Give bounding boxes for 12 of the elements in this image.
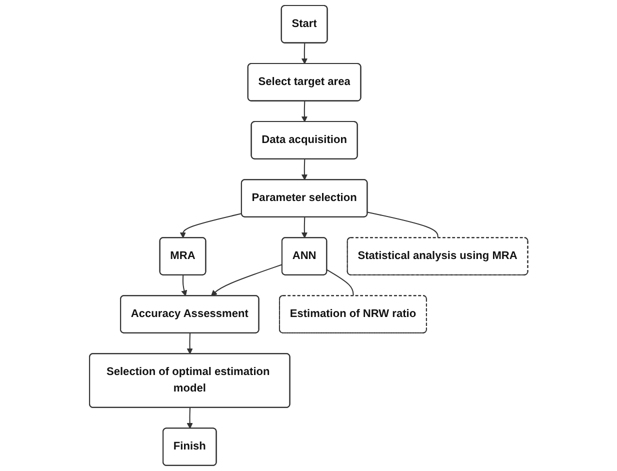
arrow (186, 333, 193, 354)
arrow (301, 101, 308, 122)
flowchart-diagram: Start Select target area Data acquisition Parameter selection MRA ANN Statistical analysis using MRA Accuracy Assessment Estimation of NRW ratio Selection of optimal estimation model Finish (84, 0, 534, 471)
arrow (186, 408, 193, 429)
arrow (180, 213, 242, 238)
arrow (181, 275, 187, 296)
arrow (301, 217, 308, 238)
connector (326, 269, 354, 296)
connector (367, 212, 438, 238)
arrow (210, 264, 282, 296)
arrow (301, 43, 308, 64)
arrow (301, 159, 308, 180)
